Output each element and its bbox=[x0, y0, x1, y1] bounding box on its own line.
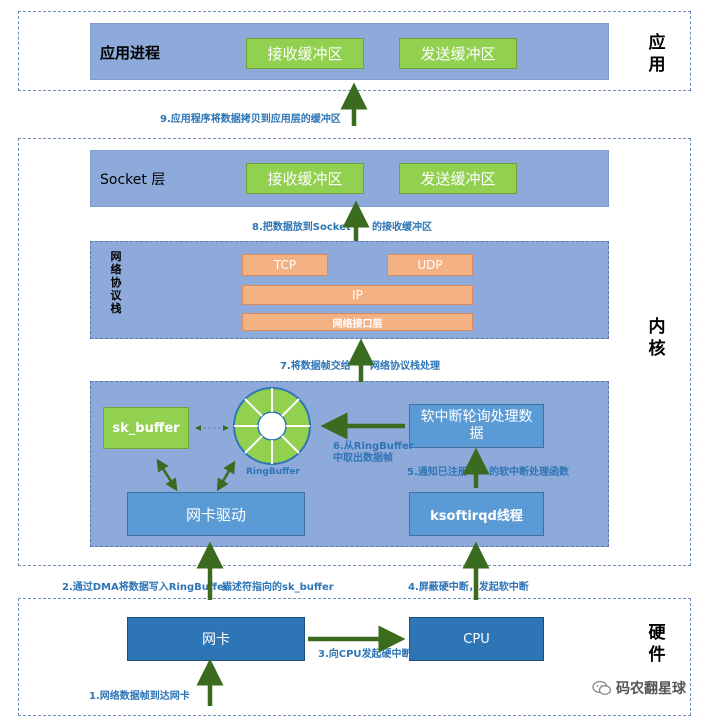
link-skbuffer-driver bbox=[156, 458, 178, 492]
step-7-label-b: 网络协议栈处理 bbox=[370, 361, 440, 372]
ip-box: IP bbox=[242, 285, 473, 305]
udp-box: UDP bbox=[387, 254, 473, 276]
step-5-label-b: 的软中断处理函数 bbox=[489, 467, 569, 478]
step-8-label-b: 的接收缓冲区 bbox=[372, 222, 432, 233]
socket-recv-buffer: 接收缓冲区 bbox=[246, 163, 364, 194]
wechat-icon bbox=[592, 680, 612, 695]
kernel-zone bbox=[18, 138, 691, 566]
watermark: 码农翻星球 bbox=[592, 678, 686, 698]
socket-layer-title: Socket 层 bbox=[100, 172, 166, 188]
step-9-label: 9.应用程序将数据拷贝到应用层的缓冲区 bbox=[160, 114, 341, 125]
app-recv-buffer: 接收缓冲区 bbox=[246, 38, 364, 69]
socket-send-buffer: 发送缓冲区 bbox=[399, 163, 517, 194]
app-send-buffer: 发送缓冲区 bbox=[399, 38, 517, 69]
step-8-label-a: 8.把数据放到Socket bbox=[252, 222, 351, 233]
link-ringbuffer-driver bbox=[216, 460, 236, 492]
section-label-kernel: 内核 bbox=[648, 317, 666, 359]
step-2-label-b: 描述符指向的sk_buffer bbox=[222, 582, 334, 593]
netif-box: 网络接口层 bbox=[242, 313, 473, 331]
section-label-hardware: 硬件 bbox=[648, 623, 666, 665]
cpu-box: CPU bbox=[409, 617, 544, 661]
step-6-label-b: 中取出数据帧 bbox=[333, 453, 393, 464]
section-label-app: 应用 bbox=[648, 33, 666, 75]
network-stack-title: 网络协议栈 bbox=[109, 250, 123, 315]
ksoftirqd-box: ksoftirqd线程 bbox=[409, 492, 544, 536]
nic-box: 网卡 bbox=[127, 617, 305, 661]
app-process-title: 应用进程 bbox=[100, 44, 161, 62]
nic-driver-box: 网卡驱动 bbox=[127, 492, 305, 536]
step-5-label-a: 5.通知已注册 bbox=[407, 467, 468, 478]
step-7-label-a: 7.将数据帧交给 bbox=[280, 361, 351, 372]
ringbuffer-label: RingBuffer bbox=[246, 467, 300, 477]
step-4-label: 4.屏蔽硬中断，发起软中断 bbox=[408, 582, 529, 593]
step-2-label-a: 2.通过DMA将数据写入RingBuffer bbox=[62, 582, 229, 593]
ringbuffer-icon bbox=[233, 387, 311, 465]
step-6-label-a: 6.从RingBuffer bbox=[333, 441, 414, 452]
network-stack-title-text: 网络协议栈 bbox=[110, 250, 122, 315]
watermark-text: 码农翻星球 bbox=[616, 681, 686, 697]
step-3-label: 3.向CPU发起硬中断 bbox=[318, 649, 412, 660]
tcp-box: TCP bbox=[242, 254, 328, 276]
softirq-poll-box: 软中断轮询处理数据 bbox=[409, 404, 544, 448]
step-1-label: 1.网络数据帧到达网卡 bbox=[89, 691, 190, 702]
sk-buffer-box: sk_buffer bbox=[103, 407, 189, 449]
hardware-zone bbox=[18, 598, 691, 716]
